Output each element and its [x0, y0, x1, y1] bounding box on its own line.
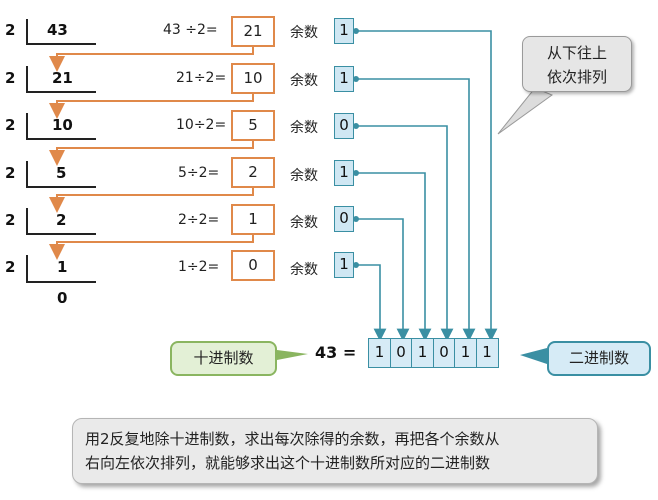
divisor: 2 [5, 116, 16, 134]
remainder-box: 1 [334, 252, 354, 278]
remainder-label: 余数 [290, 120, 318, 136]
divisor: 2 [5, 69, 16, 87]
order-callout: 从下往上 依次排列 [522, 36, 632, 92]
division-equation: 5÷2= [178, 165, 220, 181]
binary-label: 二进制数 [547, 341, 651, 376]
division-equation: 1÷2= [178, 259, 220, 275]
final-quotient: 0 [57, 289, 68, 307]
division-equation: 21÷2= [176, 70, 227, 86]
quotient-box: 21 [231, 16, 275, 47]
remainder-box: 1 [334, 18, 354, 44]
binary-bit: 1 [368, 338, 391, 368]
quotient-box: 5 [231, 110, 275, 141]
order-callout-line1: 从下往上 [546, 44, 607, 62]
remainder-label: 余数 [290, 25, 318, 41]
binary-bit: 1 [454, 338, 477, 368]
divisor: 2 [5, 21, 16, 39]
note-line1: 用2反复地除十进制数，求出每次除得的余数，再把各个余数从 [85, 430, 500, 448]
binary-bit: 0 [432, 338, 456, 368]
note-line2: 右向左依次排列，就能够求出这个十进制数所对应的二进制数 [85, 454, 491, 472]
dividend: 1 [57, 258, 68, 276]
division-equation: 43 ÷2= [163, 22, 218, 38]
quotient-box: 2 [231, 157, 275, 188]
remainder-label: 余数 [290, 73, 318, 89]
explanation-note: 用2反复地除十进制数，求出每次除得的余数，再把各个余数从 右向左依次排列，就能够… [72, 418, 598, 484]
quotient-box: 10 [231, 63, 275, 94]
decimal-label: 十进制数 [170, 341, 277, 376]
dividend: 21 [52, 69, 73, 87]
dividend: 43 [47, 21, 68, 39]
remainder-label: 余数 [290, 262, 318, 278]
binary-result: 1 0 1 0 1 1 [368, 338, 499, 368]
remainder-box: 0 [334, 113, 354, 139]
quotient-box: 0 [231, 250, 275, 281]
dividend: 5 [56, 164, 67, 182]
division-equation: 2÷2= [178, 212, 220, 228]
dividend: 10 [52, 116, 73, 134]
remainder-box: 1 [334, 66, 354, 92]
remainder-label: 余数 [290, 168, 318, 184]
remainder-box: 0 [334, 206, 354, 232]
quotient-box: 1 [231, 204, 275, 235]
divisor: 2 [5, 258, 16, 276]
order-callout-line2: 依次排列 [546, 68, 607, 86]
equals-text: 43 = [315, 343, 357, 362]
remainder-label: 余数 [290, 215, 318, 231]
remainder-box: 1 [334, 160, 354, 186]
divisor: 2 [5, 164, 16, 182]
binary-bit: 1 [475, 338, 499, 368]
binary-bit: 0 [389, 338, 413, 368]
division-equation: 10÷2= [176, 117, 227, 133]
dividend: 2 [56, 211, 67, 229]
binary-bit: 1 [411, 338, 434, 368]
divisor: 2 [5, 211, 16, 229]
